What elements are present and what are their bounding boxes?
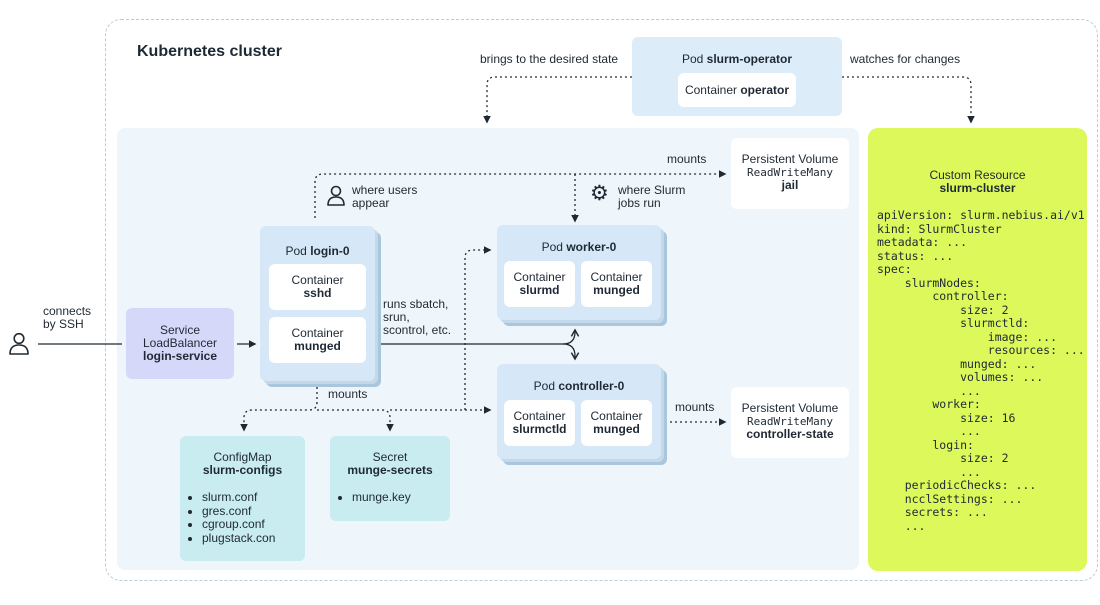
custom-resource-name: slurm-cluster: [939, 181, 1016, 195]
operator-container: Container operator: [678, 73, 796, 107]
worker-pod-title: Pod worker-0: [541, 240, 617, 254]
users-icon: [327, 185, 345, 206]
secret-mount-line: [317, 409, 394, 432]
watches-label: watches for changes: [850, 52, 961, 66]
runs-commands-label: runs sbatch, srun, scontrol, etc.: [383, 297, 452, 337]
kubernetes-cluster-boundary: [105, 19, 1098, 581]
secret-file-item: munge.key: [352, 490, 450, 505]
controller-pod-title: Pod controller-0: [533, 379, 625, 393]
desired-state-label: brings to the desired state: [480, 52, 619, 66]
where-jobs-run-label: where Slurm jobs run: [618, 183, 686, 210]
gear-icon: ⚙: [590, 182, 609, 205]
config-file-item: cgroup.conf: [202, 517, 305, 532]
munge-secrets-secret: Secret munge-secrets munge.key: [330, 436, 450, 521]
config-file-item: slurm.conf: [202, 490, 305, 505]
mounts-label-config: mounts: [328, 387, 368, 401]
connects-by-ssh-label: connects by SSH: [43, 304, 92, 331]
worker-mount-line: [464, 246, 492, 410]
mounts-label-controller: mounts: [675, 400, 715, 414]
slurm-configs-configmap: ConfigMap slurm-configs slurm.conf gres.…: [180, 436, 305, 561]
user-icon: [9, 332, 29, 355]
jail-mount-line: [314, 170, 727, 218]
config-file-item: gres.conf: [202, 504, 305, 519]
operator-pod-title: Pod slurm-operator: [681, 52, 793, 66]
operator-pod: Pod slurm-operator Container operator: [632, 37, 842, 116]
config-file-list: slurm.conf gres.conf cgroup.conf plugsta…: [184, 490, 305, 546]
custom-resource-yaml: apiVersion: slurm.nebius.ai/v1 kind: Slu…: [877, 208, 1085, 533]
login-pod-title: Pod login-0: [285, 244, 350, 258]
config-mount-line: [240, 387, 318, 432]
login-to-controller-line: [562, 343, 580, 361]
where-users-appear-label: where users appear: [352, 183, 418, 210]
cluster-title: Kubernetes cluster: [137, 43, 282, 60]
controller-munged-container: Container munged: [581, 400, 652, 446]
custom-resource-type: Custom Resource: [929, 168, 1026, 182]
controller-pod: Pod controller-0 Container slurmctld Con…: [497, 364, 661, 459]
slurmd-container: Container slurmd: [504, 261, 575, 307]
worker-munged-container: Container munged: [581, 261, 652, 307]
login-munged-container: Container munged: [269, 317, 366, 363]
slurmctld-container: Container slurmctld: [504, 400, 575, 446]
mounts-label-jail: mounts: [667, 152, 707, 166]
login-service: Service LoadBalancer login-service: [126, 308, 234, 379]
worker-pod: Pod worker-0 Container slurmd Container …: [497, 225, 661, 320]
secret-file-list: munge.key: [334, 490, 450, 505]
sshd-container: Container sshd: [269, 264, 366, 310]
controller-state-persistent-volume: Persistent Volume ReadWriteMany controll…: [731, 387, 849, 458]
slurm-cluster-custom-resource: Custom Resource slurm-cluster apiVersion…: [868, 128, 1087, 571]
jail-persistent-volume: Persistent Volume ReadWriteMany jail: [731, 138, 849, 209]
config-file-item: plugstack.con: [202, 531, 305, 546]
operator-watch-arrow: [842, 76, 975, 124]
login-pod: Pod login-0 Container sshd Container mun…: [260, 226, 375, 381]
operator-to-workloads-arrow: [483, 76, 632, 124]
